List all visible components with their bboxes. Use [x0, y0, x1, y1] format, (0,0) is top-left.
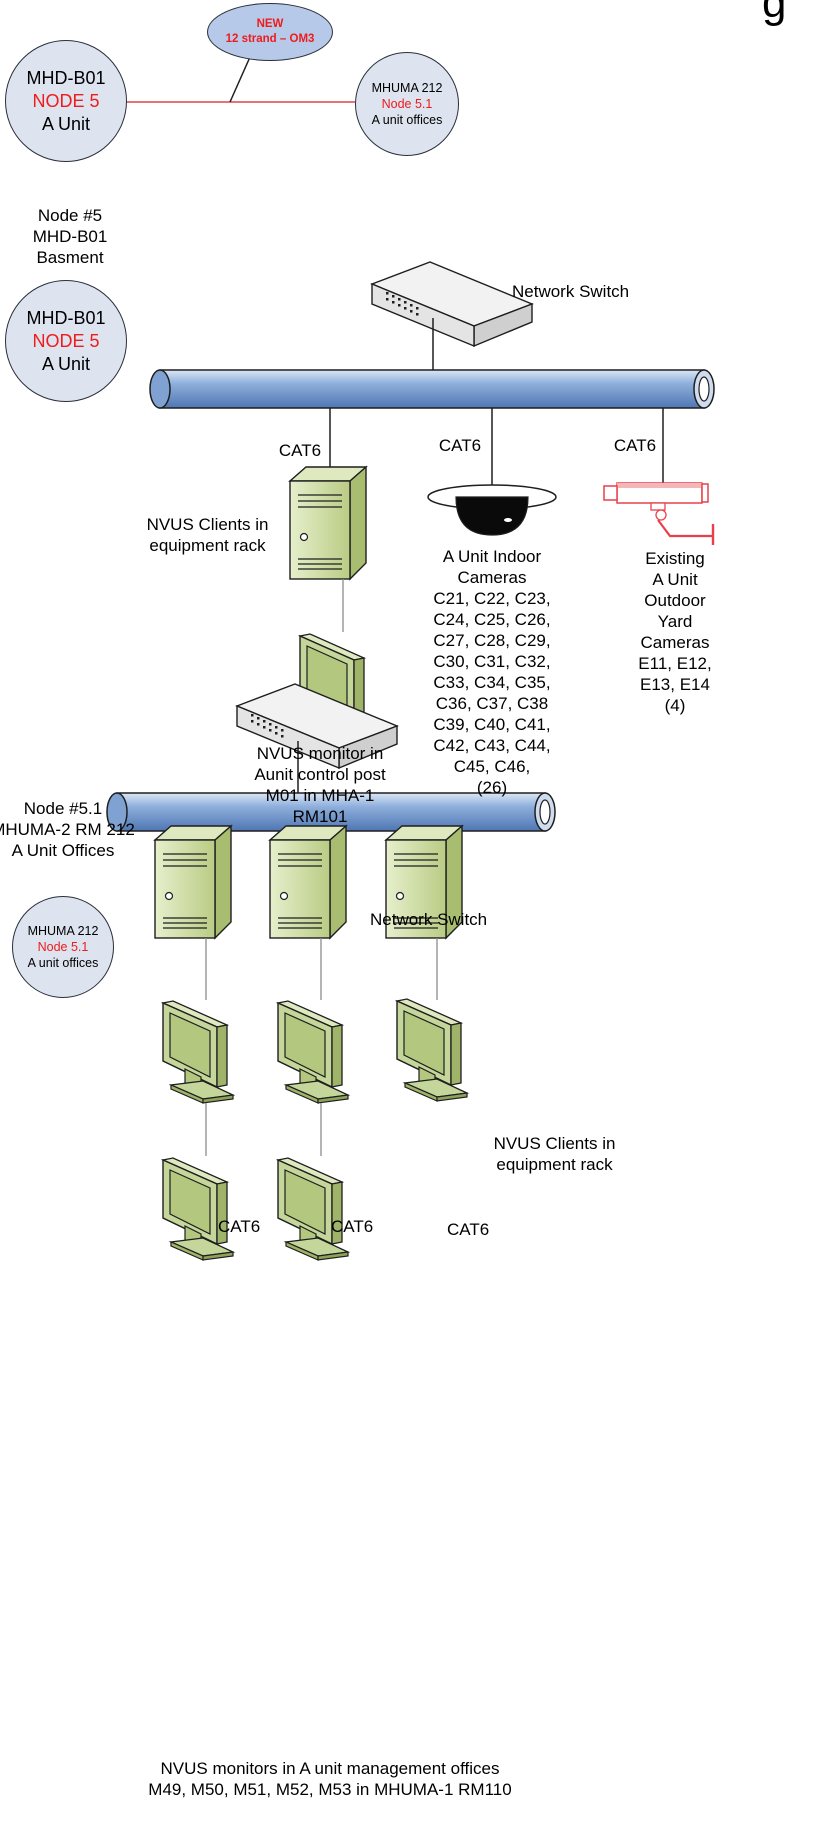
- outdoor-cameras-line1: Existing: [645, 549, 705, 568]
- indoor-cameras-line8: C36, C37, C38: [435, 694, 549, 713]
- indoor-cameras-label: A Unit Indoor Cameras C21, C22, C23, C24…: [412, 546, 572, 798]
- node5-backbone-pipe-icon: [149, 369, 715, 409]
- link-node5-circle: MHD-B01 NODE 5 A Unit: [5, 40, 127, 162]
- node51-client-tower-icon-2: [269, 825, 347, 939]
- outdoor-cameras-line8: (4): [664, 696, 686, 715]
- link-node5-line3: A Unit: [41, 113, 91, 134]
- node5-monitor-label: NVUS monitor in Aunit control post M01 i…: [240, 743, 400, 827]
- node51-circle-line3: A unit offices: [27, 956, 99, 970]
- page-title-fragment: g: [762, 0, 787, 27]
- outdoor-cameras-line6: E11, E12,: [638, 654, 712, 673]
- node5-monitor-line2: Aunit control post: [254, 765, 386, 784]
- outdoor-cameras-line7: E13, E14: [640, 675, 710, 694]
- node5-monitor-line4: RM101: [292, 807, 348, 826]
- node5-circle: MHD-B01 NODE 5 A Unit: [5, 280, 127, 402]
- node51-monitor-icon-4: [162, 1157, 234, 1261]
- node51-clients-line2: equipment rack: [496, 1155, 613, 1174]
- node51-footer-line2: M49, M50, M51, M52, M53 in MHUMA-1 RM110: [148, 1780, 512, 1799]
- node51-circle: MHUMA 212 Node 5.1 A unit offices: [12, 896, 114, 998]
- node5-circle-line1: MHD-B01: [26, 307, 106, 328]
- outdoor-cameras-line4: Yard: [657, 612, 693, 631]
- dome-camera-icon: [427, 484, 557, 536]
- node51-footer-line1: NVUS monitors in A unit management offic…: [160, 1759, 500, 1778]
- node5-cable-label-3: CAT6: [613, 436, 657, 455]
- node5-monitor-line1: NVUS monitor in: [256, 744, 384, 763]
- node51-cable-label-1: CAT6: [218, 1217, 261, 1236]
- fiber-callout-leader: [229, 56, 251, 103]
- node51-circle-line1: MHUMA 212: [27, 924, 99, 938]
- node5-clients-label: NVUS Clients in equipment rack: [135, 514, 280, 556]
- outdoor-cameras-label: Existing A Unit Outdoor Yard Cameras E11…: [625, 548, 725, 716]
- outdoor-camera-icon: [603, 482, 715, 545]
- node51-clients-line1: NVUS Clients in: [493, 1134, 616, 1153]
- node51-clients-label: NVUS Clients in equipment rack: [482, 1133, 627, 1175]
- indoor-cameras-line2: Cameras: [457, 568, 527, 587]
- link-node51-line2: Node 5.1: [381, 97, 433, 111]
- indoor-cameras-line5: C27, C28, C29,: [433, 631, 551, 650]
- indoor-cameras-line6: C30, C31, C32,: [433, 652, 551, 671]
- indoor-cameras-line12: (26): [476, 778, 508, 797]
- indoor-cameras-line3: C21, C22, C23,: [433, 589, 551, 608]
- node5-switch-label: Network Switch: [512, 282, 630, 301]
- link-node51-line3: A unit offices: [371, 113, 443, 127]
- indoor-cameras-line4: C24, C25, C26,: [433, 610, 551, 629]
- node5-cable-label-1: CAT6: [278, 441, 322, 460]
- link-node5-line1: MHD-B01: [26, 67, 106, 88]
- fiber-callout-line2: 12 strand – OM3: [225, 33, 315, 45]
- node51-heading-line1: Node #5.1: [23, 799, 103, 818]
- node5-monitor-line3: M01 in MHA-1: [265, 786, 375, 805]
- node5-cable-label-2: CAT6: [438, 436, 482, 455]
- fiber-callout-line1: NEW: [256, 18, 284, 30]
- node51-heading-line2: MHUMA-2 RM 212: [0, 820, 135, 839]
- node5-client-tower-icon: [289, 466, 367, 580]
- node5-heading-line1: Node #5: [37, 206, 103, 225]
- node51-monitor-icon-1: [162, 1000, 234, 1104]
- indoor-cameras-line9: C39, C40, C41,: [433, 715, 551, 734]
- node5-heading: Node #5 MHD-B01 Basment: [10, 205, 130, 268]
- node51-monitor-icon-5: [277, 1157, 349, 1261]
- link-node5-line2: NODE 5: [32, 90, 100, 111]
- node5-heading-line3: Basment: [36, 248, 104, 267]
- node51-backbone-pipe-icon: [106, 792, 556, 832]
- node51-cable-label-2: CAT6: [331, 1217, 374, 1236]
- node51-client-tower-icon-1: [154, 825, 232, 939]
- indoor-cameras-line7: C33, C34, C35,: [433, 673, 551, 692]
- node51-footer-label: NVUS monitors in A unit management offic…: [120, 1758, 540, 1800]
- link-node51-line1: MHUMA 212: [371, 81, 443, 95]
- node51-monitor-icon-3: [396, 998, 468, 1102]
- node5-circle-line2: NODE 5: [32, 330, 100, 351]
- node51-monitor-icon-2: [277, 1000, 349, 1104]
- node5-switch-icon: [371, 261, 533, 347]
- node51-switch-label: Network Switch: [370, 910, 488, 929]
- node5-clients-line2: equipment rack: [149, 536, 266, 555]
- node5-heading-line2: MHD-B01: [32, 227, 108, 246]
- link-node51-circle: MHUMA 212 Node 5.1 A unit offices: [355, 52, 459, 156]
- fiber-callout-bubble: NEW 12 strand – OM3: [207, 3, 333, 61]
- outdoor-cameras-line5: Cameras: [640, 633, 710, 652]
- indoor-cameras-line10: C42, C43, C44,: [433, 736, 551, 755]
- indoor-cameras-line1: A Unit Indoor: [442, 547, 542, 566]
- node51-heading-line3: A Unit Offices: [11, 841, 115, 860]
- node51-circle-line2: Node 5.1: [37, 940, 89, 954]
- node51-cable-label-3: CAT6: [447, 1220, 490, 1239]
- node51-heading: Node #5.1 MHUMA-2 RM 212 A Unit Offices: [0, 798, 135, 861]
- indoor-cameras-line11: C45, C46,: [453, 757, 531, 776]
- node5-circle-line3: A Unit: [41, 353, 91, 374]
- outdoor-cameras-line2: A Unit: [652, 570, 698, 589]
- outdoor-cameras-line3: Outdoor: [644, 591, 706, 610]
- node5-clients-line1: NVUS Clients in: [146, 515, 269, 534]
